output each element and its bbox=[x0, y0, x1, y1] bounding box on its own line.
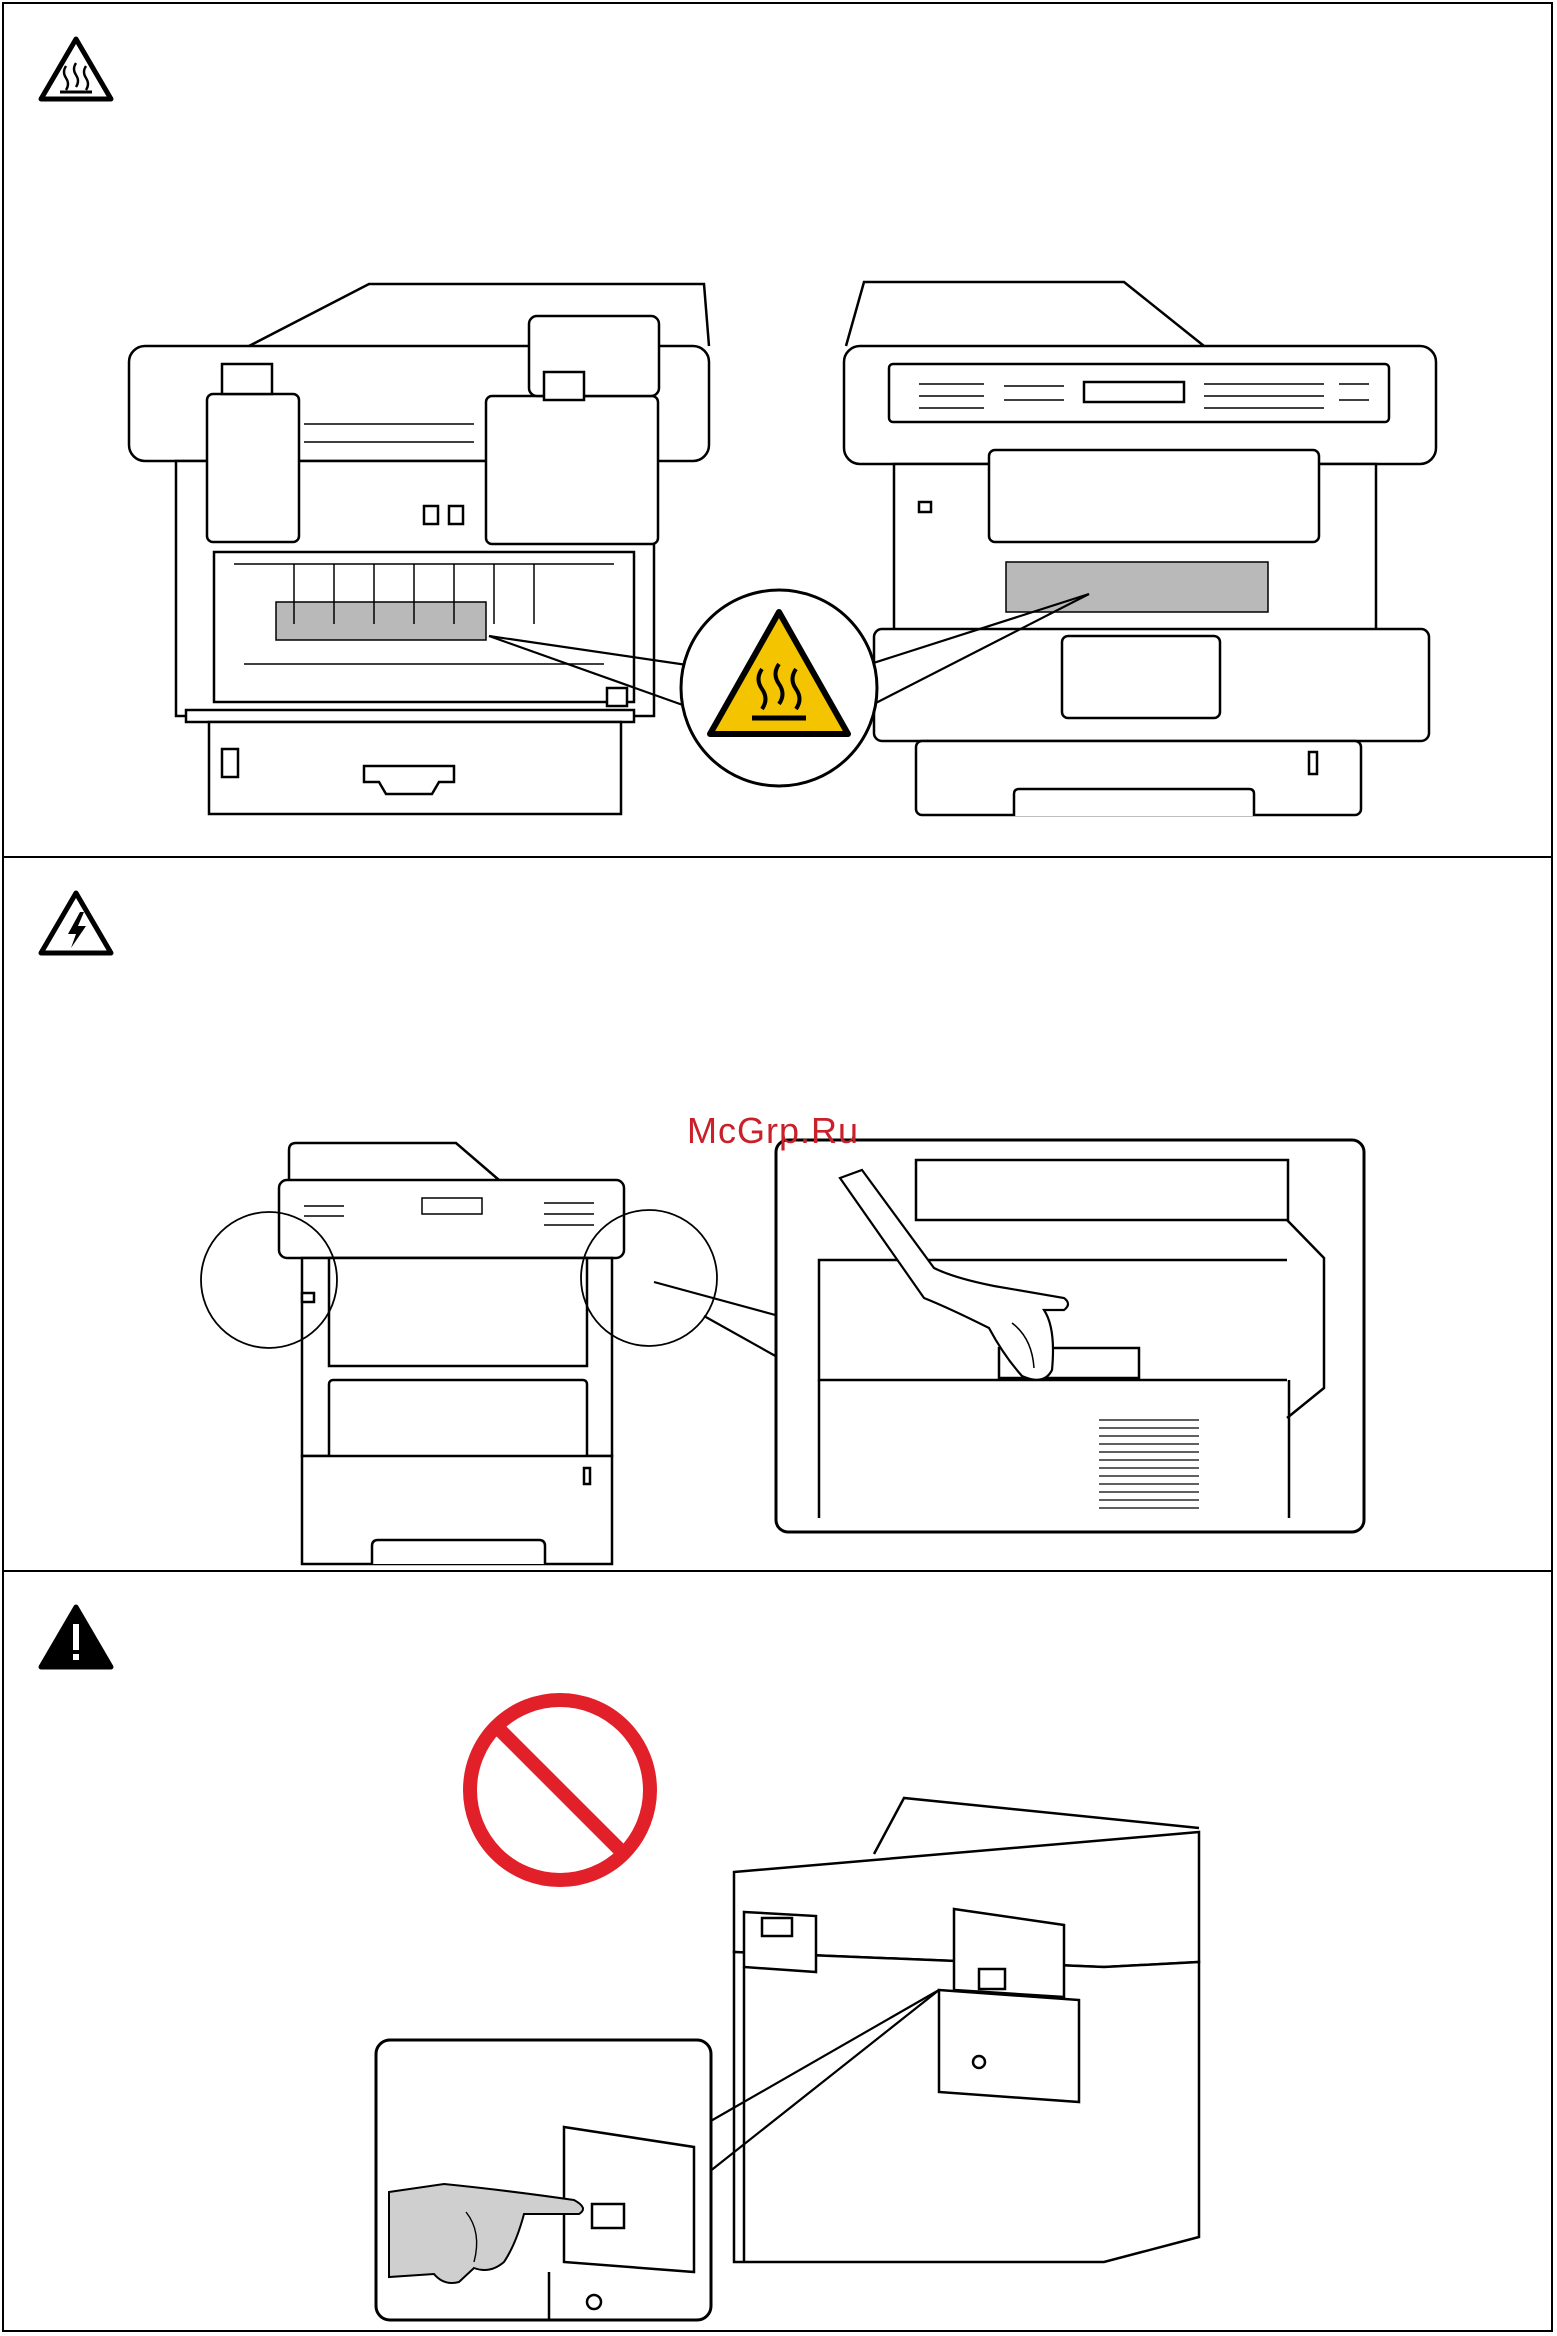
printer-rear-latch-left bbox=[207, 394, 299, 542]
watermark: McGrp.Ru bbox=[687, 1110, 859, 1152]
caution-panel bbox=[4, 1570, 1551, 2332]
printer-front-opening bbox=[329, 1258, 587, 1366]
printer-scanner bbox=[279, 1180, 624, 1258]
printer-shock-illustration bbox=[4, 858, 1555, 1572]
rear-latch-button bbox=[979, 1969, 1005, 1989]
drum-unit bbox=[1006, 562, 1268, 612]
rear-latch-panel bbox=[954, 1909, 1064, 1997]
prohibition-sign-icon bbox=[470, 1700, 650, 1880]
printer-caution-illustration bbox=[4, 1572, 1555, 2334]
printer-heat-illustration bbox=[4, 4, 1555, 856]
printer-rear-latch-right bbox=[486, 396, 658, 544]
front-cover-opening bbox=[989, 450, 1319, 542]
lcd-display bbox=[1084, 382, 1184, 402]
printer-front-top bbox=[846, 282, 1204, 346]
electric-shock-panel: McGrp.Ru bbox=[4, 856, 1551, 1570]
hot-surface-panel bbox=[4, 4, 1551, 856]
inset-latch-button bbox=[592, 2204, 624, 2228]
